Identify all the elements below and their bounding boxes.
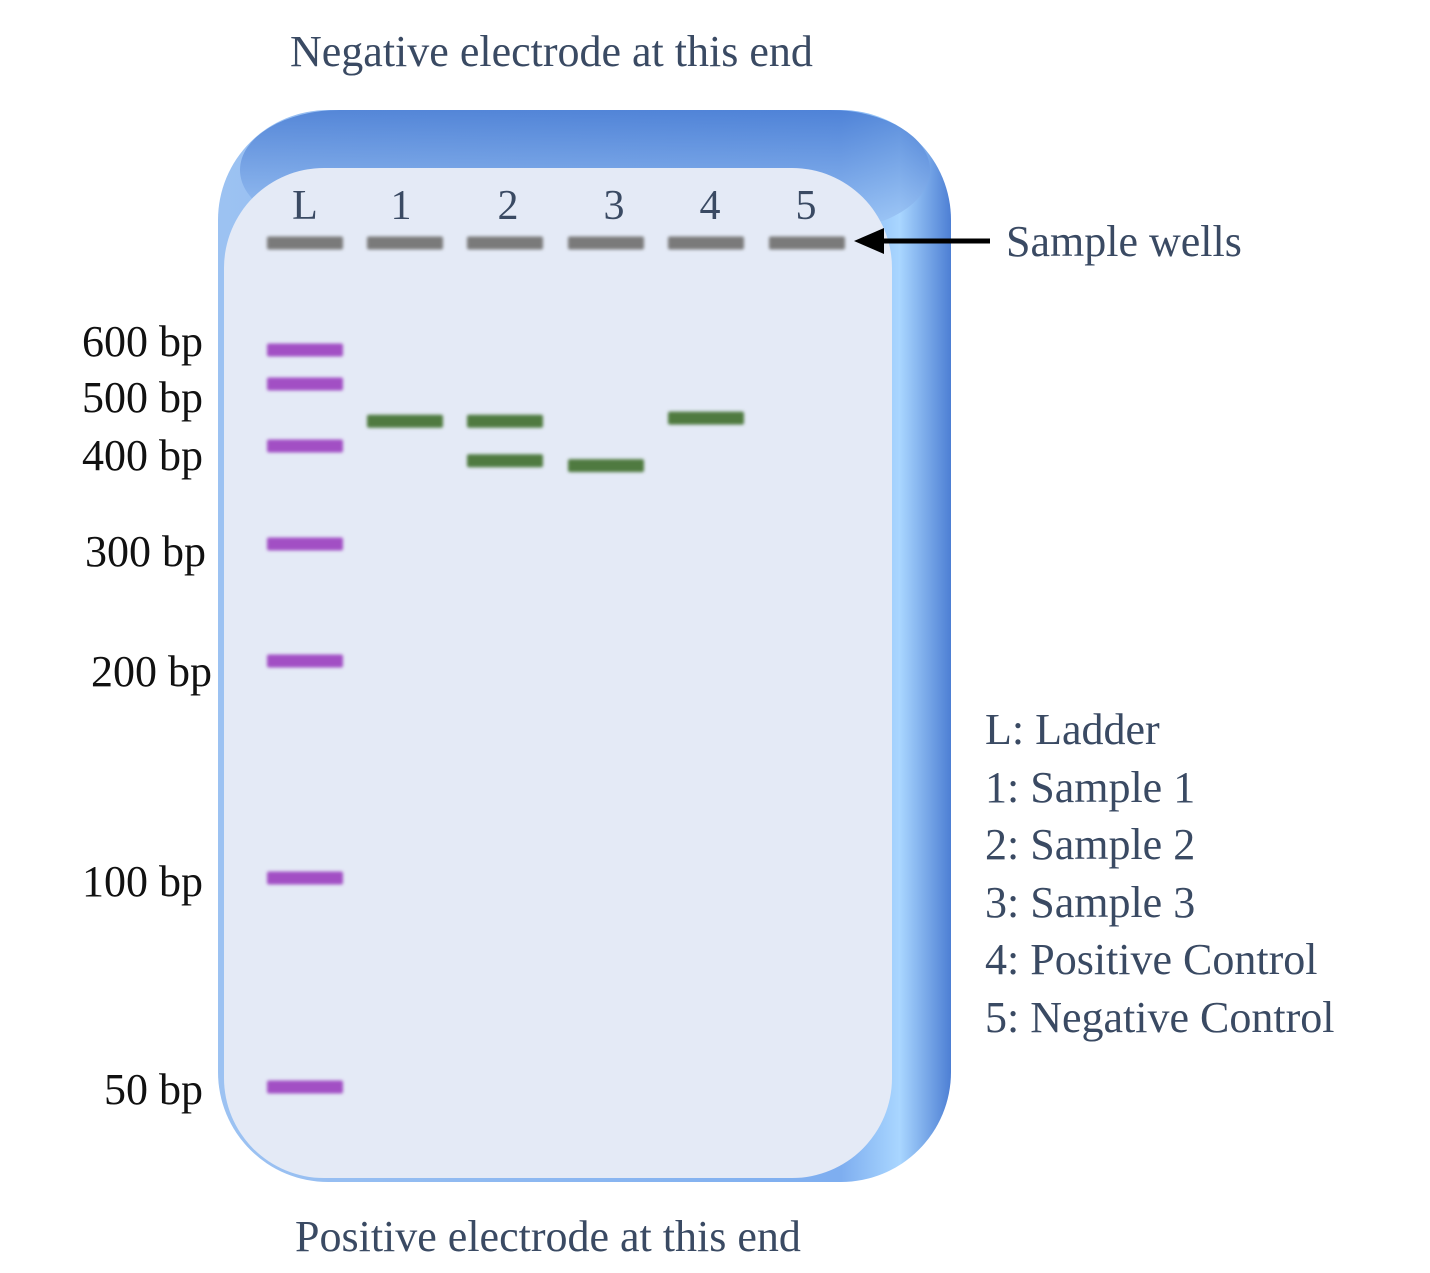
sample-band-lane-2-385 xyxy=(467,454,543,468)
legend-item-negative-control: 5: Negative Control xyxy=(985,992,1335,1042)
legend-item-sample-1: 1: Sample 1 xyxy=(985,762,1196,812)
arrow-left-icon xyxy=(854,228,990,254)
legend-item-positive-control: 4: Positive Control xyxy=(985,935,1318,984)
sample-band-lane-4-445 xyxy=(668,411,744,425)
bp-label-200: 200 bp xyxy=(91,647,212,696)
lane-label-4: 4 xyxy=(699,183,721,229)
lane-label-2: 2 xyxy=(497,183,519,229)
ladder-band-100 xyxy=(267,871,343,885)
legend-item-sample-3: 3: Sample 3 xyxy=(985,877,1196,927)
legend-item-ladder: L: Ladder xyxy=(985,705,1160,754)
sample-well-1 xyxy=(367,236,443,250)
sample-wells-label: Sample wells xyxy=(1006,217,1242,266)
lane-label-3: 3 xyxy=(603,183,625,229)
lane-legend: L: Ladder 1: Sample 1 2: Sample 2 3: Sam… xyxy=(985,708,1335,1053)
ladder-band-200 xyxy=(267,654,343,668)
sample-well-4 xyxy=(668,236,744,250)
positive-electrode-caption: Positive electrode at this end xyxy=(295,1212,801,1261)
sample-well-2 xyxy=(467,236,543,250)
bp-label-500: 500 bp xyxy=(82,373,203,422)
gel-face xyxy=(224,168,892,1178)
sample-well-5 xyxy=(769,236,845,250)
lane-label-1: 1 xyxy=(390,183,412,229)
bp-label-300: 300 bp xyxy=(85,527,206,576)
sample-well-3 xyxy=(568,236,644,250)
lane-label-L: L xyxy=(292,183,318,229)
sample-band-lane-2-440 xyxy=(467,414,543,428)
ladder-band-600 xyxy=(267,343,343,357)
negative-electrode-caption: Negative electrode at this end xyxy=(290,27,813,76)
lane-label-5: 5 xyxy=(795,183,817,229)
ladder-band-500 xyxy=(267,377,343,391)
ladder-band-50 xyxy=(267,1080,343,1094)
sample-well-L xyxy=(267,236,343,250)
bp-label-400: 400 bp xyxy=(82,431,203,480)
legend-item-sample-2: 2: Sample 2 xyxy=(985,820,1196,869)
bp-label-100: 100 bp xyxy=(82,857,203,906)
bp-label-600: 600 bp xyxy=(82,317,203,366)
ladder-band-300 xyxy=(267,537,343,551)
sample-band-lane-3-380 xyxy=(568,459,644,473)
sample-band-lane-1-440 xyxy=(367,414,443,428)
ladder-band-400 xyxy=(267,439,343,453)
bp-label-50: 50 bp xyxy=(104,1065,203,1114)
